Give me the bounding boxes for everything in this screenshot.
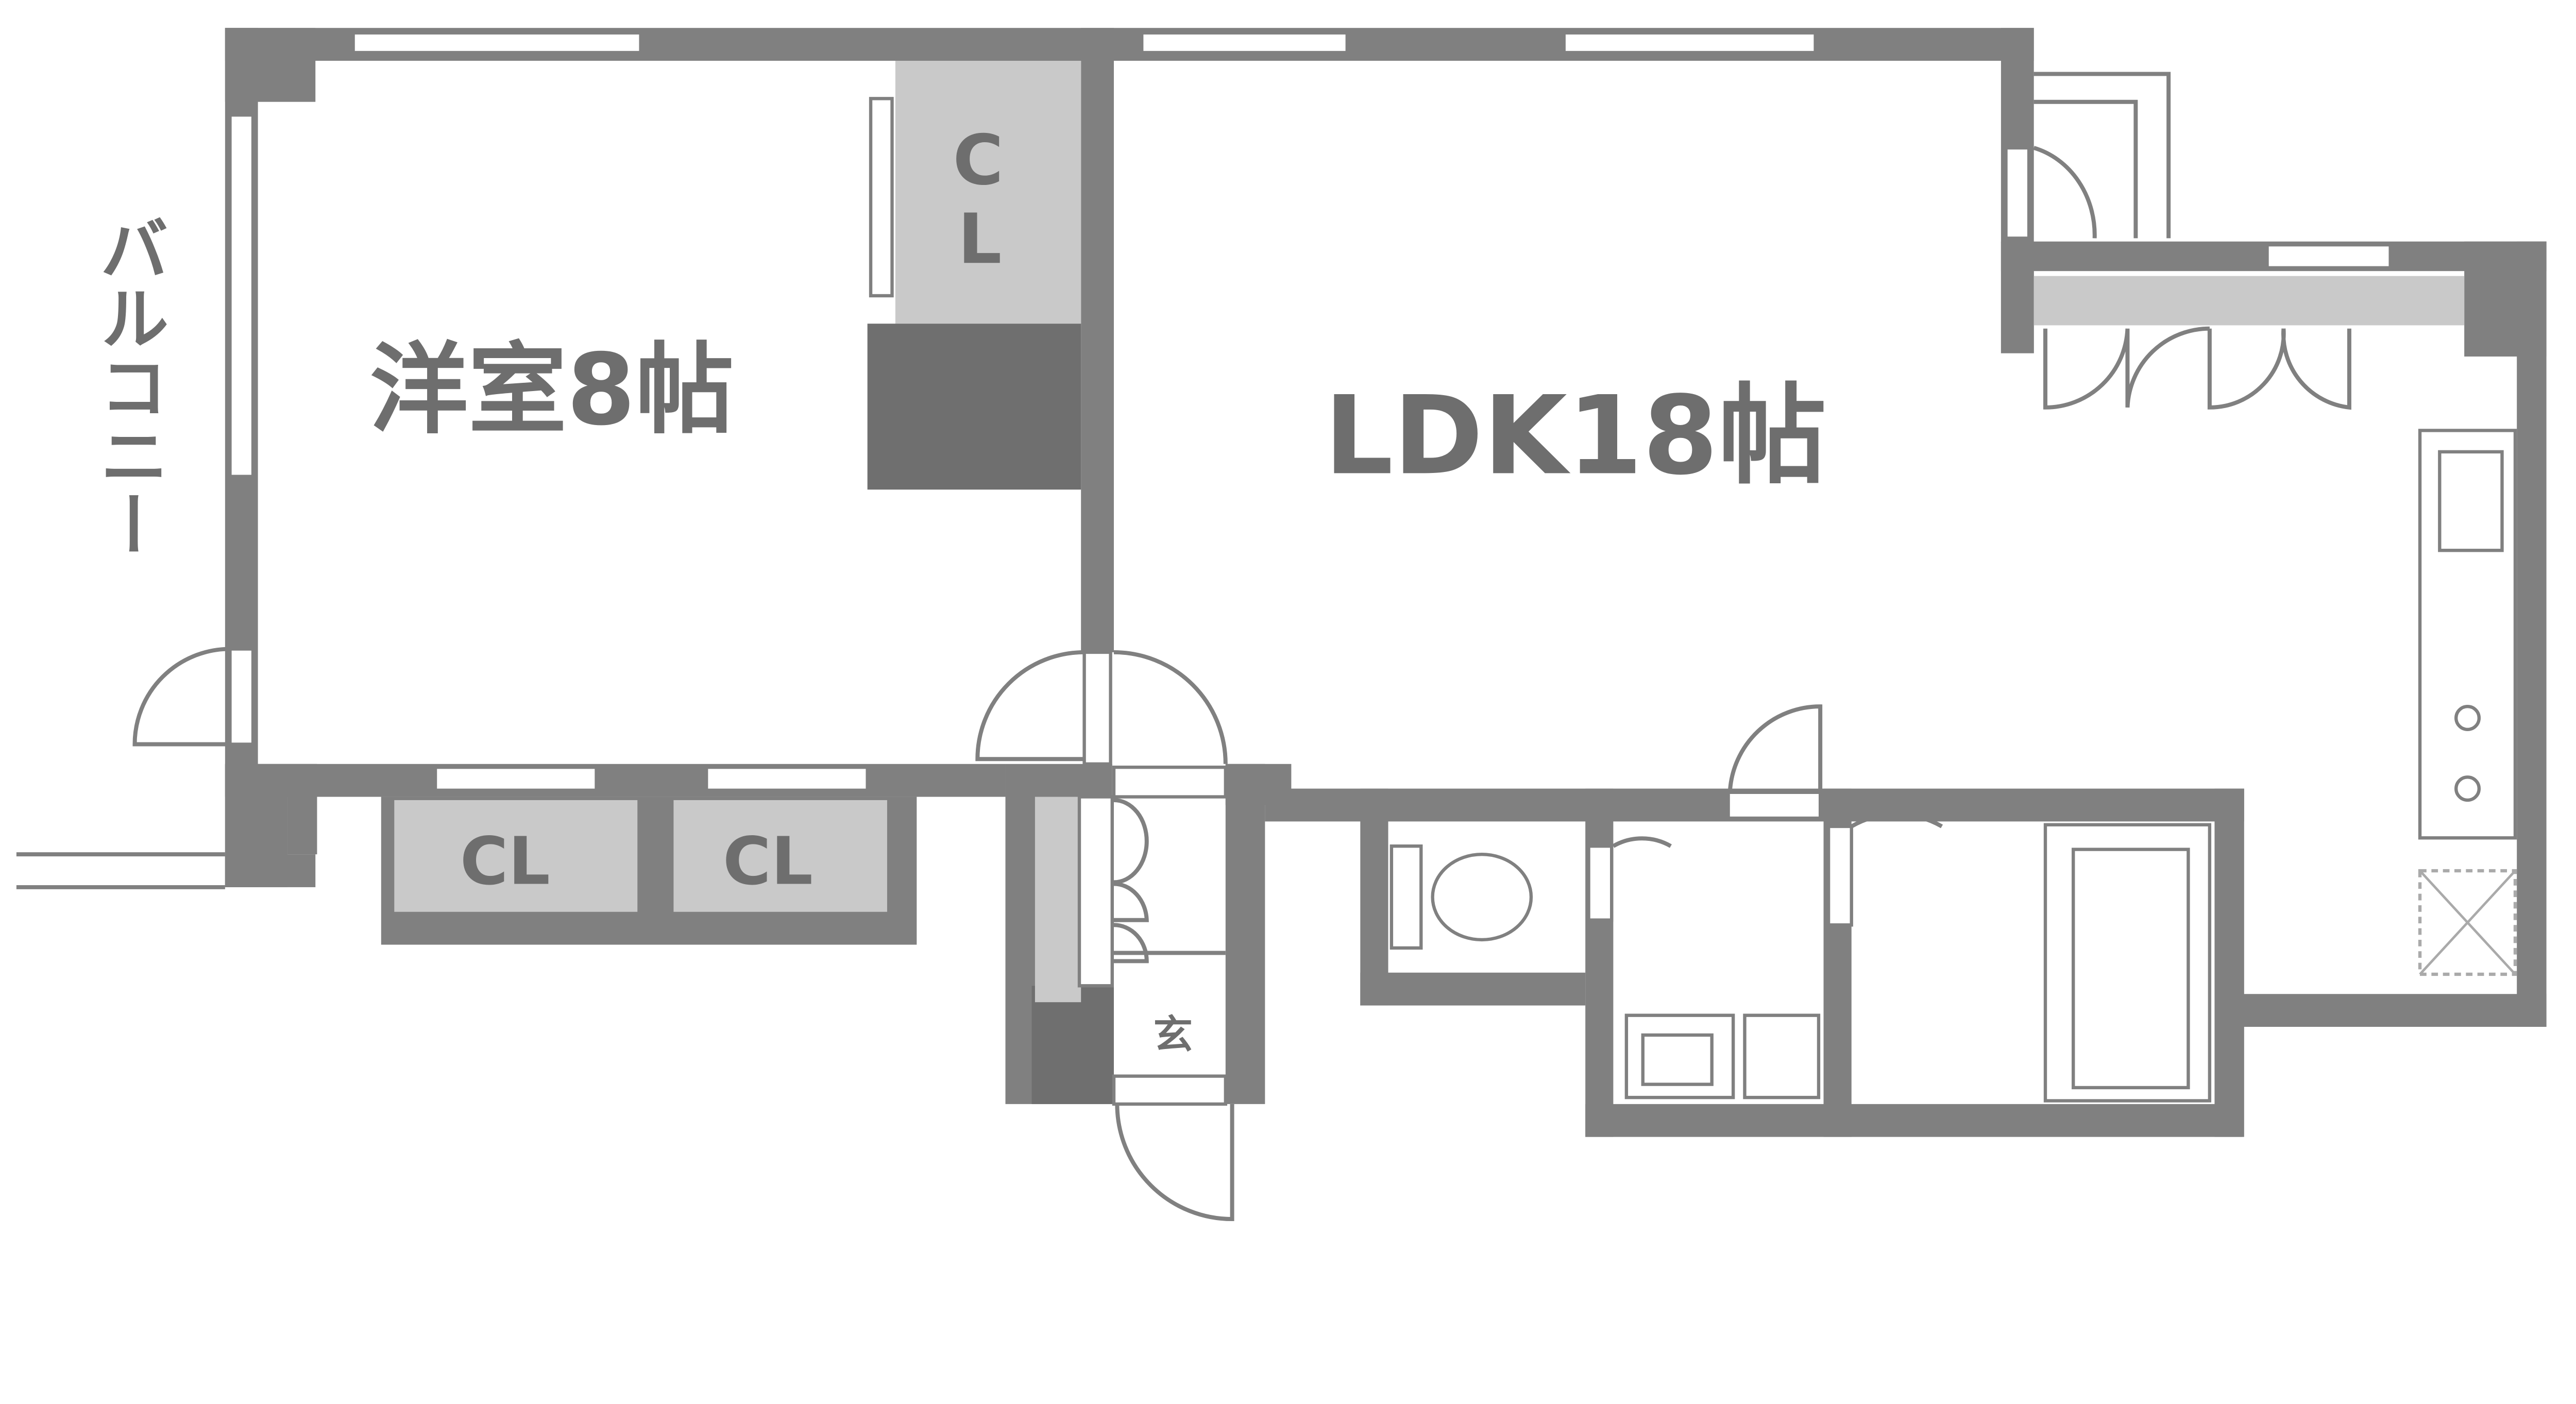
- pillar: [867, 324, 1081, 490]
- closet-label-c: C: [953, 120, 1003, 200]
- closet-door: [869, 97, 894, 298]
- sink: [2438, 450, 2504, 552]
- wall: [287, 764, 317, 855]
- floor-plan: バルコニー 洋室8帖 C L LDK18帖 CL CL 玄: [16, 28, 2547, 1222]
- wall: [2242, 994, 2547, 1027]
- storage: [2033, 276, 2465, 326]
- window: [1140, 31, 1349, 55]
- shoe-closet: [1035, 797, 1081, 1003]
- door-swing: [2043, 326, 2351, 410]
- door-swing: [1113, 650, 1228, 764]
- stove-burner: [2454, 775, 2481, 802]
- wall: [1360, 788, 1388, 1006]
- door-swing: [2033, 146, 2097, 239]
- closet-vertical: [895, 60, 1081, 324]
- closet-door: [1077, 795, 1114, 988]
- door: [1826, 824, 1853, 927]
- closet-right-label: CL: [723, 824, 813, 900]
- window: [351, 31, 642, 55]
- door: [2004, 146, 2031, 240]
- entrance-label: 玄: [1154, 1012, 1193, 1058]
- closet: [394, 800, 638, 912]
- toilet-bowl: [1431, 852, 1533, 942]
- pillar: [1031, 986, 1114, 1104]
- wall: [1081, 28, 1114, 652]
- closet-door: [704, 765, 869, 792]
- wall: [2001, 241, 2034, 353]
- closet-left-label: CL: [460, 824, 550, 900]
- balcony-door: [228, 647, 255, 746]
- toilet-tank: [1389, 844, 1423, 950]
- bathtub-inner: [2072, 848, 2190, 1090]
- door: [1112, 765, 1228, 799]
- closet: [673, 800, 887, 912]
- closet-label-l: L: [958, 199, 1002, 279]
- washbasin-bowl: [1641, 1033, 1714, 1086]
- door-swing: [1115, 1104, 1234, 1222]
- wall: [225, 764, 1006, 797]
- stove-burner: [2454, 704, 2481, 731]
- wall: [2517, 241, 2547, 1027]
- washing-machine: [1743, 1013, 1821, 1099]
- fridge-space: [2418, 869, 2517, 976]
- window: [2265, 243, 2392, 269]
- entrance-door: [1112, 1074, 1228, 1106]
- wall: [1225, 764, 1265, 1104]
- window: [1562, 31, 1817, 55]
- ldk-label: LDK18帖: [1324, 373, 1826, 499]
- door-swing: [1727, 704, 1823, 794]
- window: [228, 113, 255, 478]
- wall: [225, 854, 316, 887]
- wall: [1360, 972, 1586, 1006]
- closet-door: [433, 765, 598, 792]
- balcony-label: バルコニー: [88, 214, 168, 559]
- wall: [2214, 788, 2244, 1137]
- fridge-cross: [2419, 870, 2516, 975]
- door-swing: [132, 647, 230, 747]
- door: [1726, 790, 1822, 820]
- door: [1082, 650, 1112, 766]
- door: [1587, 844, 1614, 922]
- wall: [1585, 1104, 2243, 1137]
- exterior-lines: [2033, 72, 2171, 239]
- western-room-label: 洋室8帖: [369, 333, 734, 448]
- door-swing: [975, 650, 1084, 762]
- door-swing: [1850, 812, 1943, 828]
- door-swing: [1113, 798, 1149, 963]
